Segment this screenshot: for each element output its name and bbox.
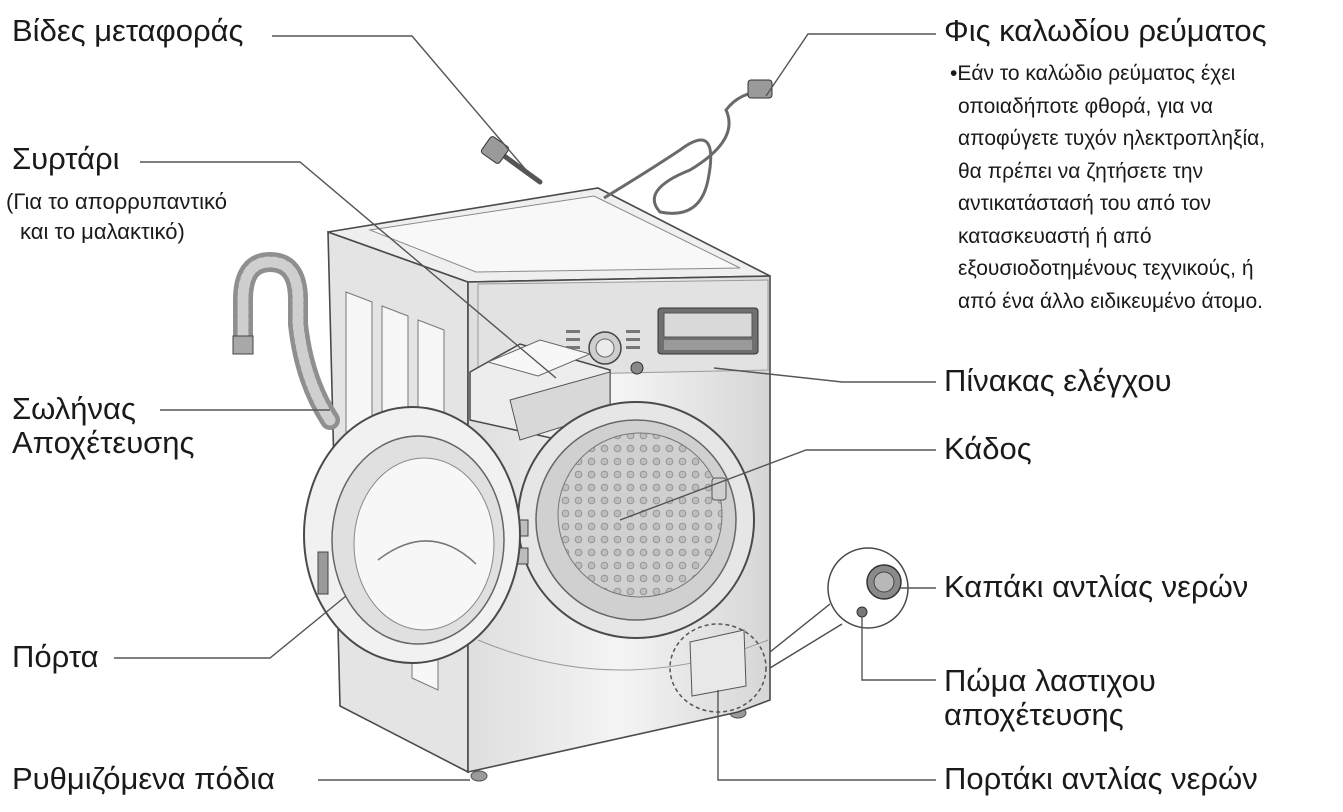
drain-plug-label: Πώμα λαστιχου [944, 663, 1156, 698]
drawer-sub-label: (Για το απορρυπαντικό [6, 189, 227, 214]
power-note-line: κατασκευαστή ή από [958, 224, 1152, 248]
pump-cap-magnified [769, 547, 909, 669]
drain-plug-label: αποχέτευσης [944, 697, 1124, 732]
machine-top [327, 187, 771, 283]
drain-hose-graphic [232, 251, 340, 430]
drawer-label: Συρτάρι [12, 141, 120, 176]
transport-bolts-label: Βίδες μεταφοράς [12, 13, 244, 48]
leader-lines [114, 33, 936, 781]
control-panel-graphic [566, 307, 759, 375]
adjustable-feet-label: Ρυθμιζόμενα πόδια [12, 761, 275, 796]
pump-door-label: Πορτάκι αντλίας νερών [944, 761, 1258, 796]
door-graphic [303, 406, 529, 664]
drawer-sub-label: και το μαλακτικό) [20, 219, 185, 244]
transport-bolt-graphic [480, 136, 543, 185]
bullet-icon: • [950, 62, 958, 85]
power-note-line: οποιαδήποτε φθορά, για να [958, 94, 1214, 118]
control-panel-label: Πίνακας ελέγχου [944, 363, 1172, 398]
drum-label: Κάδος [944, 431, 1032, 466]
power-plug-label: Φις καλωδίου ρεύματος [944, 13, 1267, 48]
power-note-line: θα πρέπει να ζητήσετε την [958, 159, 1204, 183]
power-note-line: •Εάν το καλώδιο ρεύματος έχει [950, 62, 1236, 85]
pump-cap-label: Καπάκι αντλίας νερών [944, 569, 1249, 604]
power-note-line: εξουσιοδοτημένους τεχνικούς, ή [958, 257, 1254, 281]
detergent-drawer-graphic [469, 339, 611, 441]
power-cord-graphic [603, 79, 773, 215]
power-note-line: αντικατάστασή του από τον [958, 192, 1212, 216]
drain-hose-label: Σωλήνας [12, 391, 136, 426]
power-note-line: αποφύγετε τυχόν ηλεκτροπληξία, [958, 127, 1266, 151]
power-cord-note: •Εάν το καλώδιο ρεύματος έχει οποιαδήποτ… [950, 58, 1265, 318]
drain-hose-label: Αποχέτευσης [12, 425, 195, 460]
drum-graphic [517, 401, 755, 639]
power-note-line: από ένα άλλο ειδικευμένο άτομο. [958, 289, 1263, 313]
door-label: Πόρτα [12, 639, 99, 674]
